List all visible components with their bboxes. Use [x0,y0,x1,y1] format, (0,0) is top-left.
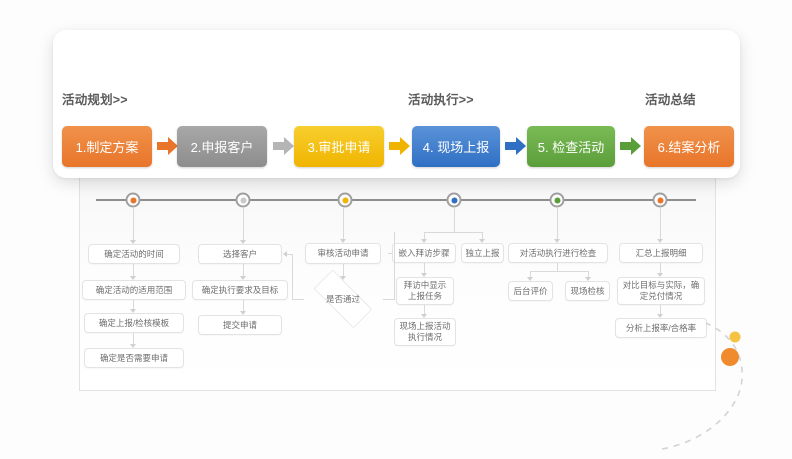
connector-vertical [660,305,661,314]
arrowhead-down-icon [340,239,346,243]
branch-check [530,271,588,272]
timeline-dot-5[interactable] [652,192,668,208]
col-approve-box-0[interactable]: 审核活动申请 [305,243,381,264]
timeline-dot-0[interactable] [125,192,141,208]
col-summary-box-0[interactable]: 汇总上报明细 [619,243,703,263]
col-report-box-3[interactable]: 现场上报活动执行情况 [394,318,456,346]
stem-apply [243,207,244,240]
branch-report [424,232,482,233]
arrowhead-down-icon [421,273,427,277]
arrowhead-down-icon [527,277,533,281]
reject-loop-v [292,254,293,299]
connector-vertical [588,271,589,277]
process-card: 活动规划>> 活动执行>> 活动总结 1.制定方案 2.申报客户 3.审批申请 4. 现场… [53,30,740,178]
step-5[interactable]: 5. 检查活动 [527,126,615,167]
arrowhead-down-icon [130,276,136,280]
pass-loop-h [383,299,395,300]
col-plan-box-3[interactable]: 确定是否需要申请 [84,348,184,368]
col-check-box-0[interactable]: 对活动执行进行检查 [508,243,608,263]
arrowhead-left-icon [283,251,287,257]
arrowhead-down-icon [657,273,663,277]
connector-vertical [530,271,531,277]
stem-check [557,207,558,239]
timeline-dot-2[interactable] [337,192,353,208]
arrowhead-down-icon [130,240,136,244]
arrowhead-down-icon [240,276,246,280]
connector-vertical [133,300,134,309]
phase-label-0: 活动规划>> [62,93,128,107]
timeline-dot-1[interactable] [235,192,251,208]
connector-vertical [482,232,483,239]
arrowhead-down-icon [421,239,427,243]
connector-vertical [424,305,425,314]
col-apply-box-0[interactable]: 选择客户 [198,244,282,264]
arrowhead-down-icon [340,276,346,280]
connector-vertical [660,263,661,273]
decision-label: 是否通过 [325,294,360,304]
stem-report [454,207,455,232]
reject-loop-h [292,299,304,300]
arrowhead-down-icon [421,314,427,318]
col-apply-box-2[interactable]: 提交申请 [198,315,282,335]
step-4[interactable]: 4. 现场上报 [412,126,500,167]
col-plan-box-2[interactable]: 确定上报/检核模板 [84,313,184,333]
step-arrow-icon-1 [272,134,296,158]
step-1[interactable]: 1.制定方案 [62,126,152,167]
col-plan-box-0[interactable]: 确定活动的时间 [88,244,180,264]
timeline-dot-3[interactable] [446,192,462,208]
arrowhead-down-icon [657,314,663,318]
pass-loop-v [394,232,395,299]
step-arrow-icon-4 [619,134,643,158]
arrowhead-down-icon [585,277,591,281]
connector-vertical [243,300,244,311]
reject-loop-in [287,254,293,255]
col-plan-box-1[interactable]: 确定活动的适用范围 [82,280,186,300]
col-report-box-2[interactable]: 拜访中显示上报任务 [396,277,454,305]
check-drop [557,263,558,271]
timeline-dot-4[interactable] [549,192,565,208]
connector-vertical [424,263,425,273]
connector-vertical [243,264,244,276]
stem-summary [660,207,661,239]
arrowhead-down-icon [657,239,663,243]
stem-approve [343,207,344,239]
arrowhead-down-icon [240,240,246,244]
col-apply-box-1[interactable]: 确定执行要求及目标 [192,280,288,300]
connector-vertical [424,232,425,239]
phase-label-1: 活动执行>> [408,93,474,107]
arrowhead-down-icon [554,239,560,243]
pass-into-report [388,253,392,254]
timeline-axis [96,199,696,201]
step-6[interactable]: 6.结案分析 [644,126,734,167]
step-2[interactable]: 2.申报客户 [177,126,267,167]
col-summary-box-2[interactable]: 分析上报率/合格率 [615,318,707,338]
col-check-box-1[interactable]: 后台评价 [508,281,553,301]
connector-vertical [133,264,134,276]
col-summary-box-1[interactable]: 对比目标与实际，确定兑付情况 [617,277,705,305]
arrowhead-down-icon [130,309,136,313]
arrowhead-down-icon [479,239,485,243]
connector-vertical [133,333,134,344]
step-arrow-icon-0 [156,134,180,158]
step-arrow-icon-2 [388,134,412,158]
step-arrow-icon-3 [504,134,528,158]
col-report-box-0[interactable]: 嵌入拜访步骤 [392,243,456,263]
stem-plan [133,207,134,240]
connector-vertical [343,264,344,276]
col-check-box-2[interactable]: 现场检核 [565,281,610,301]
col-report-box-1[interactable]: 独立上报 [461,243,504,263]
phase-label-2: 活动总结 [645,93,696,107]
step-3[interactable]: 3.审批申请 [294,126,384,167]
col-approve-decision-0[interactable]: 是否通过 [303,269,383,329]
arrowhead-down-icon [130,344,136,348]
arrowhead-down-icon [240,311,246,315]
